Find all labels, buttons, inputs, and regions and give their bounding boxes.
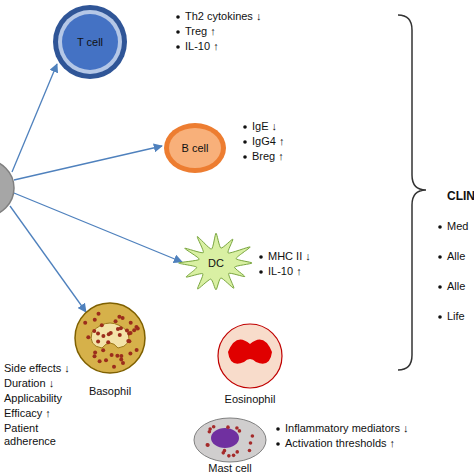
bullet [276, 442, 280, 446]
bullet [176, 45, 180, 49]
annotation-text: Patient adherence [4, 422, 62, 448]
cell-art [75, 303, 145, 373]
annotation-text: Th2 cytokines ↓ [185, 10, 261, 23]
cell-art [194, 418, 266, 462]
bullet [438, 255, 442, 259]
bullet [438, 315, 442, 319]
annotation-text: Alle [447, 280, 465, 293]
bullet [438, 225, 442, 229]
leader-arrow [14, 193, 182, 262]
bullet [176, 30, 180, 34]
cell-label: DC [208, 257, 224, 269]
annotation-text: MHC II ↓ [268, 250, 311, 263]
annotation-text: IL-10 ↑ [268, 265, 302, 278]
cell-node: B cell [163, 122, 227, 174]
annotation-text: Inflammatory mediators ↓ [285, 422, 408, 435]
cell-art [218, 324, 282, 388]
annotation-text: Side effects ↓ [4, 362, 70, 375]
cell-label: Mast cell [208, 462, 251, 474]
annotation-text: IL-10 ↑ [185, 40, 219, 53]
cell-node: Basophil [74, 302, 146, 398]
annotation-text: CLIN [447, 190, 474, 203]
annotation-text: IgE ↓ [252, 120, 277, 133]
curly-bracket [398, 15, 426, 370]
cell-art [53, 5, 127, 79]
annotation-text: Breg ↑ [252, 150, 284, 163]
bullet [243, 155, 247, 159]
bullet [276, 427, 280, 431]
annotation-text: Applicability [4, 392, 62, 405]
cell-node: T cell [52, 4, 128, 80]
annotation-text: Life [447, 310, 465, 323]
cell-label: B cell [182, 142, 209, 154]
cell-node: DC [178, 232, 254, 294]
cell-shape [74, 302, 146, 398]
leader-arrow [12, 64, 57, 172]
bullet [243, 140, 247, 144]
bullet [259, 255, 263, 259]
bullet [176, 15, 180, 19]
cell-label: Basophil [89, 385, 131, 397]
cell-art [179, 233, 252, 290]
cell-node: Mast cell [193, 418, 267, 474]
leader-arrow [14, 146, 162, 180]
annotation-text: IgG4 ↑ [252, 135, 284, 148]
bullet [259, 270, 263, 274]
annotation-text: Med [447, 220, 468, 233]
cell-label: Eosinophil [225, 393, 276, 405]
bullet [243, 125, 247, 129]
bullet-points [176, 15, 442, 446]
annotation-text: Alle [447, 250, 465, 263]
annotation-text: Treg ↑ [185, 25, 216, 38]
annotation-text: Duration ↓ [4, 377, 54, 390]
cell-node: Eosinophil [216, 322, 284, 408]
annotation-text: Efficacy ↑ [4, 407, 51, 420]
cell-art [164, 123, 226, 173]
cell-label: T cell [77, 36, 103, 48]
leader-arrow [10, 206, 86, 312]
bullet [438, 285, 442, 289]
annotation-text: Activation thresholds ↑ [285, 437, 395, 450]
